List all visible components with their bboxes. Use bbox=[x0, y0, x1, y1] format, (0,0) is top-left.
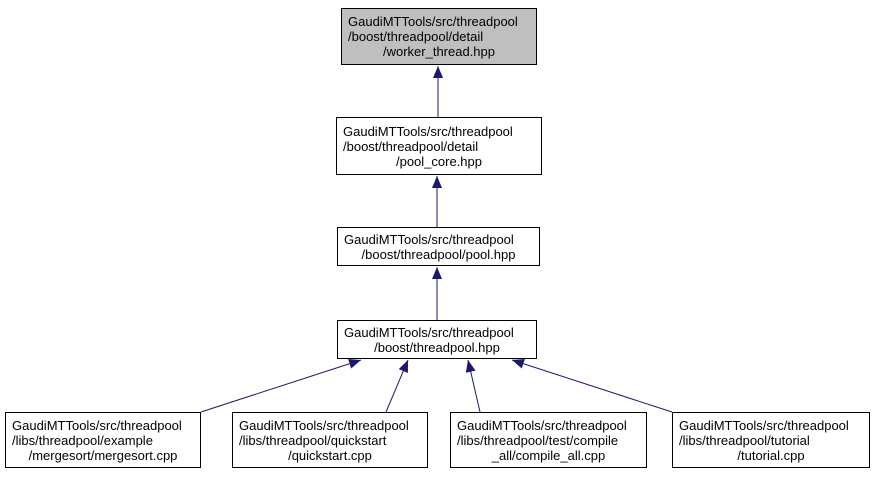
graph-node-label-line: GaudiMTTools/src/threadpool bbox=[457, 417, 627, 433]
graph-node-label-line: /quickstart.cpp bbox=[288, 447, 372, 463]
graph-node-worker_thread_hpp: GaudiMTTools/src/threadpool/boost/thread… bbox=[341, 8, 537, 65]
graph-node-label-line: /libs/threadpool/quickstart bbox=[239, 432, 387, 448]
edge-quickstart_cpp-to-threadpool_hpp bbox=[385, 359, 409, 413]
graph-node-label-line: _all/compile_all.cpp bbox=[491, 447, 606, 463]
graph-node-label-line: GaudiMTTools/src/threadpool bbox=[344, 231, 514, 247]
graph-node-label-line: /boost/threadpool.hpp bbox=[374, 339, 500, 355]
graph-node-label-line: /libs/threadpool/example bbox=[12, 432, 153, 448]
edge-mergesort_cpp-to-threadpool_hpp bbox=[200, 358, 362, 413]
graph-node-compile_all_cpp[interactable]: GaudiMTTools/src/threadpool/libs/threadp… bbox=[450, 412, 647, 468]
graph-node-quickstart_cpp[interactable]: GaudiMTTools/src/threadpool/libs/threadp… bbox=[232, 412, 428, 468]
graph-node-label-line: GaudiMTTools/src/threadpool bbox=[239, 417, 409, 433]
edge-tutorial_cpp-to-threadpool_hpp bbox=[511, 358, 673, 413]
graph-node-pool_hpp[interactable]: GaudiMTTools/src/threadpool/boost/thread… bbox=[337, 227, 540, 266]
graph-node-label-line: GaudiMTTools/src/threadpool bbox=[348, 14, 518, 29]
graph-node-label-line: /worker_thread.hpp bbox=[382, 44, 495, 59]
graph-node-label-line: /boost/threadpool/detail bbox=[348, 29, 484, 44]
graph-node-label-line: /pool_core.hpp bbox=[395, 153, 482, 169]
graph-node-label-line: /boost/threadpool/detail bbox=[343, 138, 479, 154]
graph-node-label-line: /boost/threadpool/pool.hpp bbox=[361, 246, 516, 262]
graph-node-label-line: GaudiMTTools/src/threadpool bbox=[12, 417, 182, 433]
graph-node-label-line: /libs/threadpool/tutorial bbox=[679, 432, 810, 448]
graph-node-label-line: GaudiMTTools/src/threadpool bbox=[344, 324, 514, 340]
graph-node-pool_core_hpp[interactable]: GaudiMTTools/src/threadpool/boost/thread… bbox=[336, 117, 542, 175]
graph-node-label-line: /mergesort/mergesort.cpp bbox=[28, 447, 178, 463]
graph-node-tutorial_cpp[interactable]: GaudiMTTools/src/threadpool/libs/threadp… bbox=[672, 412, 870, 468]
graph-node-mergesort_cpp[interactable]: GaudiMTTools/src/threadpool/libs/threadp… bbox=[5, 412, 201, 468]
graph-node-label-line: GaudiMTTools/src/threadpool bbox=[343, 123, 513, 139]
graph-node-label-line: /libs/threadpool/test/compile bbox=[457, 432, 619, 448]
edge-compile_all_cpp-to-threadpool_hpp bbox=[465, 359, 481, 413]
graph-node-label-line: GaudiMTTools/src/threadpool bbox=[679, 417, 849, 433]
graph-node-threadpool_hpp[interactable]: GaudiMTTools/src/threadpool/boost/thread… bbox=[337, 320, 537, 359]
graph-node-label-line: /tutorial.cpp bbox=[737, 447, 805, 463]
